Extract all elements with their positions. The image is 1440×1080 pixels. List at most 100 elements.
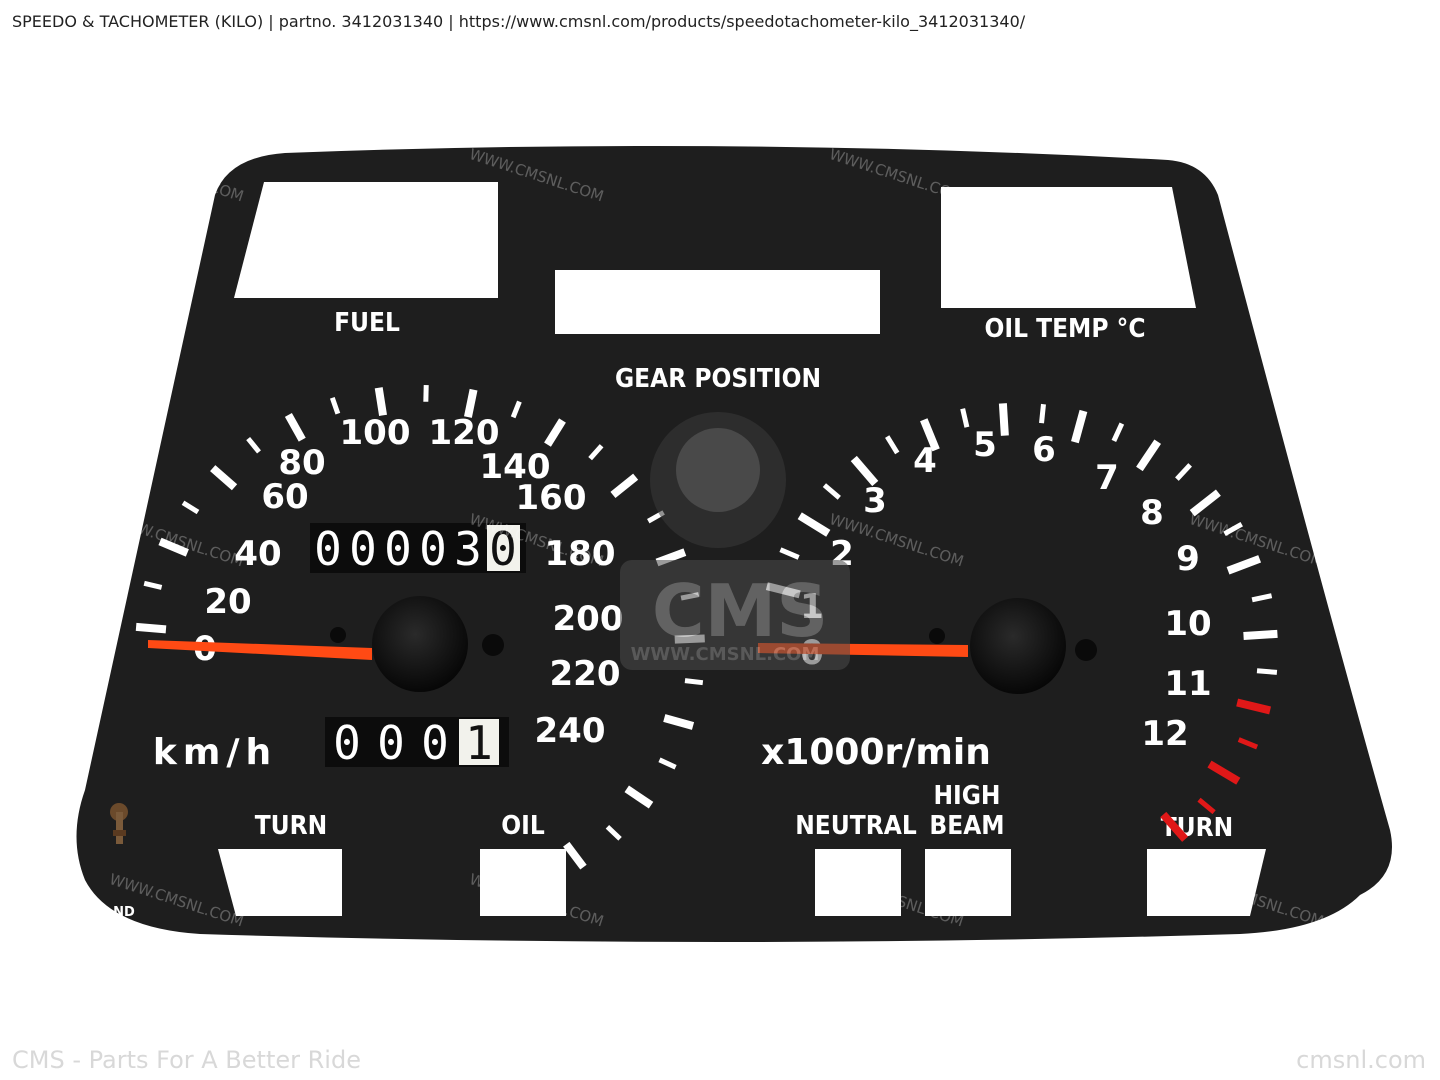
speed-tick	[663, 714, 695, 730]
tach-tick	[797, 512, 831, 537]
tripmeter-digit: 1	[465, 716, 493, 770]
tach-label-3: 3	[863, 481, 887, 521]
high-beam-window	[925, 849, 1011, 916]
tach-label-5: 5	[973, 425, 997, 465]
gear-position-window	[555, 270, 880, 334]
neutral-label: NEUTRAL	[795, 811, 917, 841]
oil-label: OIL	[501, 811, 545, 841]
turn-right-window	[1147, 849, 1266, 916]
speed-tick	[563, 841, 587, 870]
tach-label-4: 4	[913, 441, 937, 481]
tach-tick	[1111, 422, 1125, 443]
oil-window	[480, 849, 566, 916]
speed-tick	[658, 757, 677, 770]
speed-tick	[329, 396, 341, 415]
tach-label-12: 12	[1141, 714, 1188, 754]
tach-tick	[1160, 811, 1189, 842]
footer-tagline: CMS - Parts For A Better Ride	[12, 1046, 361, 1074]
tach-tick	[998, 403, 1009, 436]
speedometer-hub	[330, 596, 504, 692]
odometer-digit: 0	[419, 522, 447, 576]
speed-tick	[210, 465, 238, 491]
speed-tick	[135, 622, 167, 634]
speed-unit-label: km/h	[153, 732, 277, 773]
tach-tick	[1197, 797, 1216, 815]
speed-tick	[510, 400, 522, 419]
speed-tick	[588, 444, 604, 461]
speed-label-160: 160	[516, 478, 587, 518]
speed-tick	[284, 412, 306, 442]
speed-tick	[374, 387, 387, 416]
speed-label-220: 220	[550, 654, 621, 694]
speed-tick	[544, 418, 566, 447]
tach-tick	[1251, 593, 1273, 603]
speed-tick	[684, 678, 704, 686]
tach-tick	[1223, 521, 1243, 537]
turn-left-label: TURN	[255, 811, 328, 841]
tripmeter-digit: 0	[377, 716, 405, 770]
speed-label-180: 180	[545, 534, 616, 574]
odometer-digit: 3	[454, 522, 482, 576]
tripmeter-digit: 0	[421, 716, 449, 770]
tachometer-ticks	[765, 403, 1278, 842]
watermark-text: WWW.CMSNL.COM	[107, 145, 246, 205]
svg-text:CMS: CMS	[652, 569, 828, 653]
speed-label-120: 120	[429, 413, 500, 453]
odometer-digit: 0	[349, 522, 377, 576]
maker-mark: ND	[113, 905, 135, 920]
footer-site: cmsnl.com	[1296, 1046, 1426, 1074]
high-label: HIGH	[933, 781, 1000, 811]
odometer-digit: 0	[489, 522, 517, 576]
tach-tick	[850, 455, 879, 487]
odometer-digit: 0	[384, 522, 412, 576]
page-header: SPEEDO & TACHOMETER (KILO) | partno. 341…	[12, 12, 1026, 31]
tripmeter-digit: 0	[333, 716, 361, 770]
mounting-pin	[110, 803, 128, 844]
tach-label-9: 9	[1176, 539, 1200, 579]
tach-label-11: 11	[1164, 664, 1211, 704]
neutral-window	[815, 849, 901, 916]
fuel-window	[234, 182, 498, 298]
tach-unit-label: x1000r/min	[761, 732, 991, 773]
speed-tick	[158, 537, 189, 557]
tach-tick	[1236, 698, 1272, 715]
speed-tick	[181, 500, 200, 515]
tach-tick	[885, 435, 900, 455]
tach-tick	[1175, 463, 1192, 481]
tach-tick	[1243, 629, 1278, 640]
tach-tick	[1189, 489, 1221, 517]
speed-tick	[246, 436, 261, 454]
speed-tick	[464, 388, 478, 418]
fuel-label: FUEL	[334, 308, 400, 338]
tach-tick	[1237, 737, 1259, 750]
tach-label-10: 10	[1164, 604, 1211, 644]
tach-tick	[960, 408, 970, 428]
tachometer-hub	[929, 598, 1097, 694]
tach-label-8: 8	[1140, 493, 1164, 533]
speed-tick	[624, 785, 654, 809]
speed-label-140: 140	[480, 447, 551, 487]
tach-tick	[1256, 668, 1278, 675]
turn-left-window	[218, 849, 342, 916]
speed-tick	[610, 473, 639, 499]
tach-tick	[1071, 409, 1088, 444]
speed-tick	[605, 825, 622, 841]
tach-tick	[1207, 760, 1241, 785]
speed-label-240: 240	[535, 711, 606, 751]
tach-tick	[1226, 555, 1262, 575]
speedometer-needle	[148, 640, 372, 660]
speed-tick	[143, 580, 163, 590]
tach-tick	[779, 547, 800, 560]
speed-label-60: 60	[261, 477, 308, 517]
tach-tick	[1039, 403, 1046, 424]
oil-temp-label: OIL TEMP °C	[985, 314, 1146, 344]
tach-tick	[920, 418, 940, 452]
speed-label-40: 40	[234, 534, 281, 574]
tach-tick	[1136, 439, 1162, 472]
oil-temp-window	[941, 187, 1196, 308]
speed-label-100: 100	[340, 413, 411, 453]
tach-label-7: 7	[1095, 458, 1119, 498]
